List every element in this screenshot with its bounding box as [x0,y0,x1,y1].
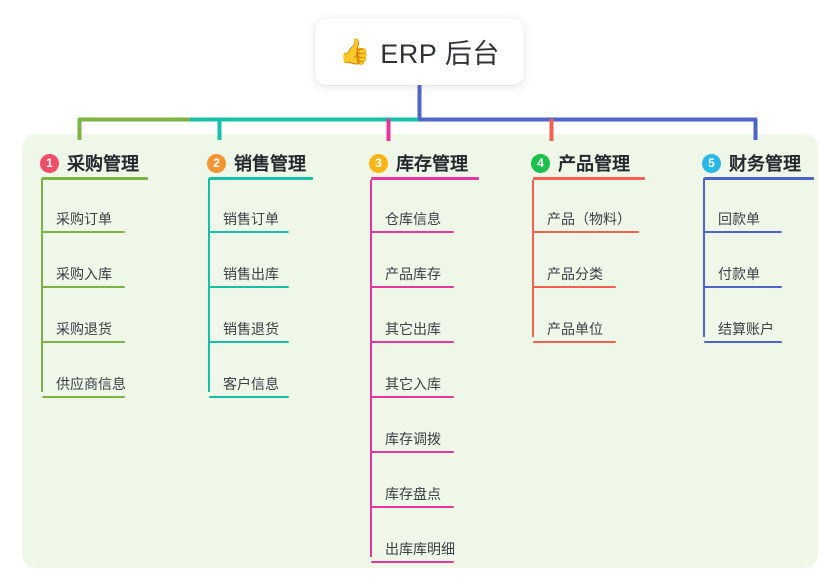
leaf-item-label: 供应商信息 [56,376,126,392]
leaf-item-rule [209,286,289,288]
leaf-item-label: 其它出库 [385,321,441,337]
column-title: 财务管理 [729,154,801,174]
column-header-4[interactable]: 4 产品管理 [531,150,630,176]
leaf-item-label: 采购退货 [56,321,112,337]
column-header-3[interactable]: 3 库存管理 [369,150,468,176]
leaf-item-rule [42,341,125,343]
leaf-item-rule [371,341,454,343]
leaf-item-label: 产品库存 [385,266,441,282]
column-header-rule [209,177,313,180]
leaf-item-rule [533,341,616,343]
leaf-item-label: 采购订单 [56,211,112,227]
leaf-item-label: 销售订单 [223,211,279,227]
column-title: 库存管理 [396,154,468,174]
leaf-item-label: 产品分类 [547,266,603,282]
leaf-item-rule [209,231,289,233]
leaf-item-label: 付款单 [718,266,760,282]
leaf-item-label: 产品（物料） [547,211,631,227]
leaf-item-rule [533,286,616,288]
column-badge-icon-5: 5 [702,153,721,173]
root-node[interactable]: 👍 ERP 后台 [315,18,524,85]
leaf-item-label: 产品单位 [547,321,603,337]
leaf-item-label: 销售出库 [223,266,279,282]
column-title: 产品管理 [558,154,630,174]
column-header-rule [42,177,148,180]
leaf-item-rule [209,341,289,343]
leaf-item-rule [209,396,289,398]
leaf-item-rule [704,286,782,288]
leaf-item-rule [704,231,782,233]
column-header-rule [371,177,479,180]
leaf-item-rule [42,396,125,398]
leaf-item-label: 客户信息 [223,376,279,392]
leaf-item-rule [42,286,125,288]
leaf-item-rule [42,231,125,233]
content-panel [22,134,818,568]
leaf-item-rule [371,451,454,453]
leaf-item-label: 出库库明细 [385,541,455,557]
leaf-item-label: 仓库信息 [385,211,441,227]
leaf-item-rule [371,286,454,288]
column-header-1[interactable]: 1 采购管理 [40,150,139,176]
leaf-item-label: 其它入库 [385,376,441,392]
leaf-item-rule [371,396,454,398]
leaf-item-rule [371,231,454,233]
thumbs-up-icon: 👍 [339,38,371,66]
leaf-item-label: 采购入库 [56,266,112,282]
column-badge-icon-1: 1 [40,153,59,173]
leaf-item-rule [371,506,454,508]
leaf-item-rule [704,341,782,343]
leaf-item-rule [371,561,454,563]
column-badge-icon-3: 3 [369,153,388,173]
leaf-item-label: 库存盘点 [385,486,441,502]
leaf-item-rule [533,231,639,233]
column-title: 销售管理 [234,154,306,174]
column-header-2[interactable]: 2 销售管理 [207,150,306,176]
leaf-item-label: 结算账户 [718,321,774,337]
column-header-5[interactable]: 5 财务管理 [702,150,801,176]
column-title: 采购管理 [67,154,139,174]
column-badge-icon-4: 4 [531,153,550,173]
column-badge-icon-2: 2 [207,153,226,173]
column-header-rule [533,177,645,180]
leaf-item-label: 库存调拨 [385,431,441,447]
leaf-item-label: 销售退货 [223,321,279,337]
root-title: ERP 后台 [380,39,500,69]
column-header-rule [704,177,814,180]
leaf-item-label: 回款单 [718,211,760,227]
